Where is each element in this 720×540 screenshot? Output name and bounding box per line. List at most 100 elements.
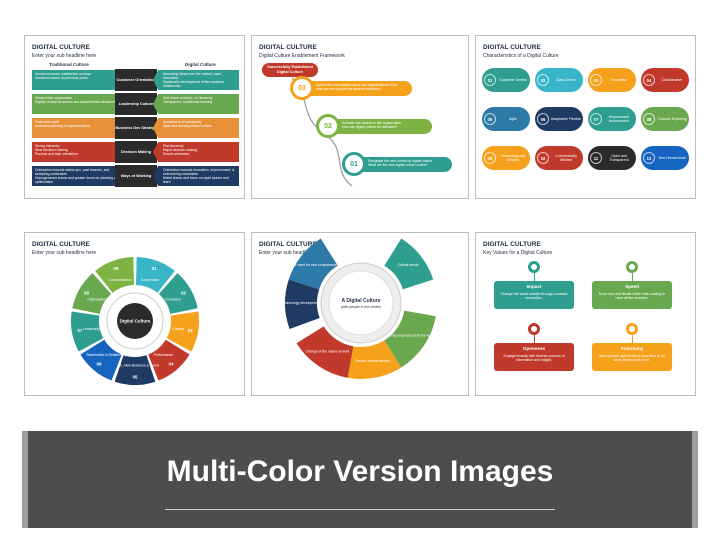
characteristic-label: Empowered/ Autonomous bbox=[608, 114, 630, 123]
wheel-center-label: Digital Culture bbox=[120, 319, 151, 324]
characteristic-item: 02 Data Driven bbox=[535, 68, 583, 92]
value-name: Autonomy bbox=[620, 346, 644, 351]
value-pin-stem bbox=[631, 335, 633, 343]
segment-label: Stakeholder & Relationship bbox=[86, 353, 127, 357]
slide-thumbnail-5[interactable]: DIGITAL CULTURE Enter your sub headline … bbox=[251, 232, 469, 396]
step-banner: Activate role models in the organization… bbox=[328, 119, 432, 134]
digital-cell: Self-driven network, no hierarchy Transp… bbox=[153, 94, 239, 114]
segment-label: Communication bbox=[108, 278, 132, 282]
slide-subtitle: Characteristics of a Digital Culture bbox=[483, 53, 559, 59]
characteristic-number: 08 bbox=[643, 113, 655, 125]
value-name: Speed bbox=[625, 284, 639, 289]
characteristic-label: Technologically Minded bbox=[500, 153, 526, 162]
arc-segment-label: Change of the nature of work bbox=[306, 350, 350, 354]
slide-thumbnail-4[interactable]: DIGITAL CULTURE Enter your sub headline … bbox=[24, 232, 245, 396]
segment-number: 09 bbox=[113, 266, 119, 271]
segment-number: 03 bbox=[188, 328, 194, 333]
arc-center-subtitle: (with people in the center) bbox=[341, 305, 381, 309]
slide-thumbnail-6[interactable]: DIGITAL CULTURE Key Values for a Digital… bbox=[475, 232, 696, 396]
value-pin bbox=[528, 261, 540, 273]
slide-title: DIGITAL CULTURE bbox=[483, 241, 541, 248]
value-text: Allow people high levels of discretion t… bbox=[599, 354, 665, 363]
arc-center-title: A Digital Culture bbox=[342, 298, 381, 304]
characteristic-item: 10 Commercially Minded bbox=[535, 146, 583, 170]
banner-divider bbox=[165, 509, 555, 510]
success-badge: Successfully Established Digital Culture bbox=[262, 63, 318, 77]
segment-number: 07 bbox=[77, 328, 83, 333]
segment-label: Innovation bbox=[165, 298, 181, 302]
col-header-right: Digital Culture bbox=[185, 62, 216, 67]
slide-title: DIGITAL CULTURE bbox=[483, 44, 541, 51]
arc-segment-label: The need for new competence bbox=[291, 263, 337, 267]
traditional-cell: Fixed plan cycle Incessant planning & im… bbox=[32, 118, 127, 138]
characteristic-item: 09 Technologically Minded bbox=[482, 146, 530, 170]
enablement-path bbox=[291, 77, 353, 187]
slide-subtitle: Digital Culture Enablement Framework bbox=[259, 53, 345, 59]
characteristic-label: Customer Centric bbox=[499, 77, 527, 82]
aspect-label: Decision Making bbox=[115, 141, 157, 163]
segment-label: Change bbox=[172, 327, 184, 331]
characteristic-label: Commercially Minded bbox=[555, 153, 577, 162]
value-pin bbox=[528, 323, 540, 335]
characteristic-number: 04 bbox=[643, 74, 655, 86]
arc-segment bbox=[384, 310, 436, 368]
characteristic-label: Data Driven bbox=[556, 77, 576, 82]
slide-title: DIGITAL CULTURE bbox=[32, 241, 90, 248]
slide-thumbnail-3[interactable]: DIGITAL CULTURE Characteristics of a Dig… bbox=[475, 35, 696, 199]
slide-title: DIGITAL CULTURE bbox=[259, 241, 317, 248]
wheel-segment bbox=[158, 273, 198, 314]
characteristic-number: 01 bbox=[484, 74, 496, 86]
segment-number: 04 bbox=[168, 361, 174, 366]
value-text: Move fast and iterate rather than waitin… bbox=[598, 292, 666, 301]
arc-segment bbox=[296, 326, 354, 378]
characteristic-item: 05 Agile bbox=[482, 107, 530, 131]
slide-thumbnail-2[interactable]: DIGITAL CULTURE Digital Culture Enableme… bbox=[251, 35, 469, 199]
characteristic-number: 09 bbox=[484, 152, 496, 164]
slide-subtitle: Enter your sub headline here bbox=[32, 250, 97, 256]
characteristic-number: 02 bbox=[537, 74, 549, 86]
characteristic-number: 10 bbox=[537, 152, 549, 164]
characteristic-number: 11 bbox=[590, 152, 602, 164]
wheel-segment bbox=[135, 257, 175, 293]
characteristic-number: 06 bbox=[537, 113, 549, 125]
step-banner: Designate the new norms for digital cult… bbox=[354, 157, 452, 172]
segment-label: Growth, New Business & Brand bbox=[111, 364, 159, 368]
traditional-cell: Hierarchical organization Rigidly vertic… bbox=[32, 94, 127, 114]
step-number: 03 bbox=[290, 76, 314, 100]
arc-segment-label: Desired cultural factors bbox=[355, 359, 390, 363]
value-pin-stem bbox=[533, 335, 535, 343]
value-pin bbox=[626, 323, 638, 335]
segment-number: 08 bbox=[84, 291, 90, 296]
digital-cell: Acceptance of complexity Agile and learn… bbox=[153, 118, 239, 138]
wheel-center bbox=[117, 303, 153, 339]
aspect-label: Business Dev Strategy bbox=[115, 117, 157, 139]
banner-title: Multi-Color Version Images bbox=[166, 455, 554, 488]
value-pin-stem bbox=[631, 273, 633, 281]
arc-segment-label: Technology development bbox=[282, 301, 320, 305]
value-name: Impact bbox=[526, 284, 542, 289]
wheel-segment bbox=[95, 257, 135, 293]
slide-thumbnail-1[interactable]: DIGITAL CULTURE Enter your sub headline … bbox=[24, 35, 245, 199]
characteristic-label: Curious/ Exploring bbox=[657, 116, 687, 121]
slide-title: DIGITAL CULTURE bbox=[259, 44, 317, 51]
wheel-segment bbox=[114, 355, 156, 385]
characteristic-number: 07 bbox=[590, 113, 602, 125]
segment-label: Cooperation bbox=[141, 278, 160, 282]
characteristic-number: 05 bbox=[484, 113, 496, 125]
arc-center bbox=[328, 270, 394, 336]
aspect-label: Customer Orientation bbox=[115, 69, 157, 91]
traditional-cell: Strong hierarchy Slow decision making Pr… bbox=[32, 142, 127, 162]
traditional-cell: Orientation towards status quo, past les… bbox=[32, 166, 127, 186]
value-text: Engage broadly with diverse sources of i… bbox=[503, 354, 565, 363]
digital-cell: Flat hierarchy Rapid decision making Res… bbox=[153, 142, 239, 162]
characteristic-label: Agile bbox=[509, 116, 517, 121]
segment-number: 06 bbox=[96, 361, 102, 366]
slide-title: DIGITAL CULTURE bbox=[32, 44, 90, 51]
